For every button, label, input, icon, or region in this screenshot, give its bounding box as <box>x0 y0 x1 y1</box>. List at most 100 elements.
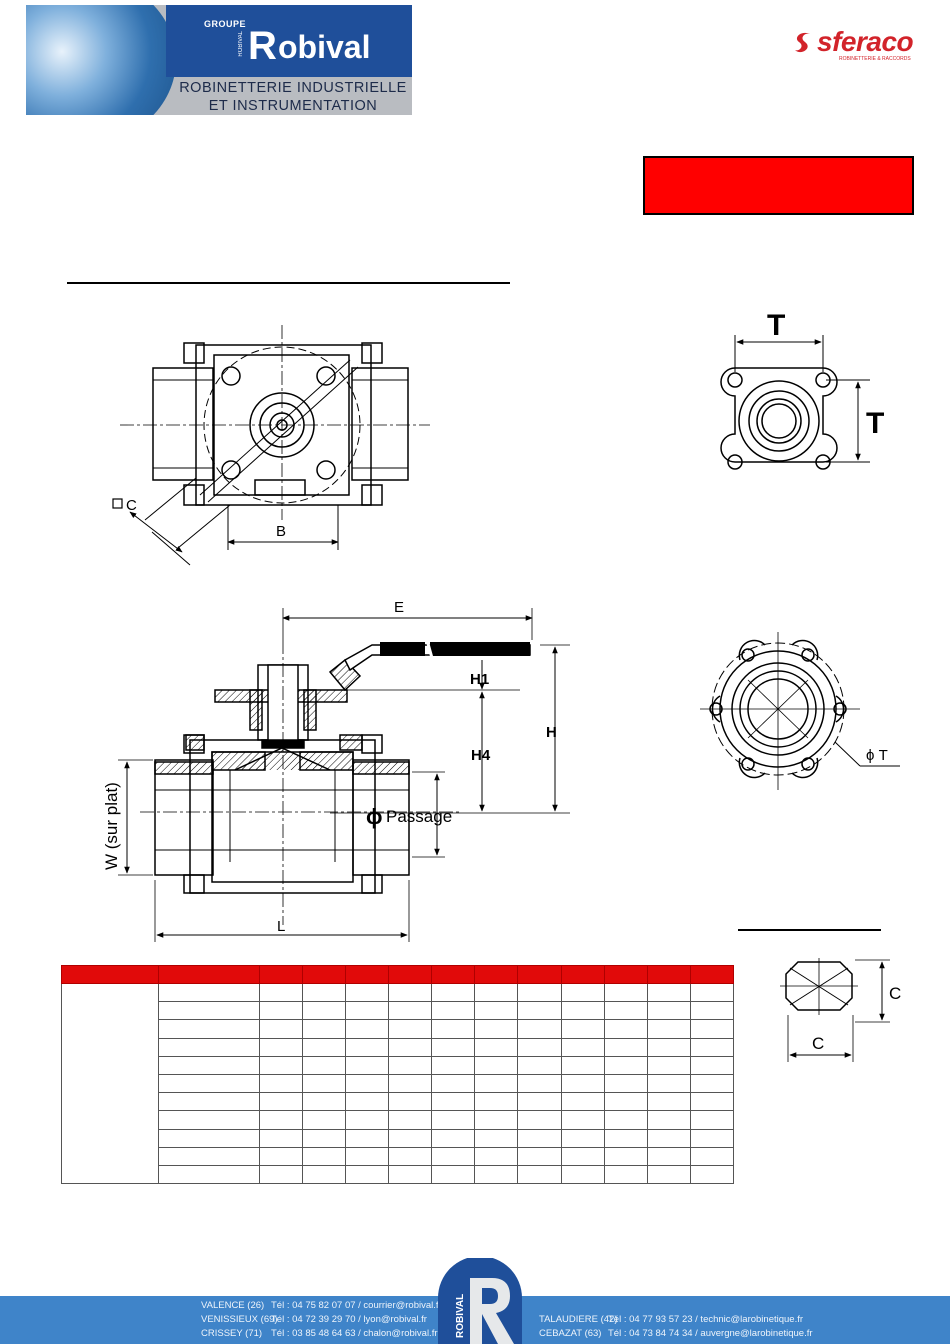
table-cell <box>689 1073 735 1094</box>
table-cell <box>258 1092 304 1112</box>
table-cell <box>560 1055 605 1075</box>
brand-initial: R <box>248 25 276 63</box>
footer-city: TALAUDIERE (42) <box>539 1314 618 1325</box>
table-cell <box>258 1073 304 1094</box>
table-cell <box>603 1146 648 1166</box>
table-header-cell <box>474 965 519 984</box>
table-cell <box>603 1001 648 1021</box>
table-cell <box>646 982 691 1003</box>
label-c-bottom: C <box>812 1034 824 1053</box>
table-cell <box>258 982 304 1003</box>
table-cell <box>345 1146 390 1166</box>
table-header-cell <box>258 965 304 984</box>
table-cell <box>258 1019 304 1039</box>
table-header-cell <box>560 965 605 984</box>
table-row <box>62 1164 735 1185</box>
table-cell <box>474 1164 519 1185</box>
table-cell <box>345 982 390 1003</box>
table-cell <box>517 1019 562 1039</box>
footer-contact: Tél : 04 72 39 29 70 / lyon@robival.fr <box>271 1314 427 1325</box>
table-cell <box>158 1019 260 1039</box>
footer-contact: Tél : 04 77 93 57 23 / technic@larobinet… <box>608 1314 804 1325</box>
footer-city: CEBAZAT (63) <box>539 1328 602 1339</box>
footer-cities-left: VALENCE (26) VENISSIEUX (69) CRISSEY (71… <box>201 1299 278 1341</box>
table-header-cell <box>61 965 159 984</box>
table-cell <box>646 1110 691 1130</box>
table-row <box>61 982 735 1185</box>
table-cell <box>258 1037 304 1057</box>
technical-drawing: C B T T <box>102 309 901 1062</box>
footer-city: VENISSIEUX (69) <box>201 1314 278 1325</box>
table-cell <box>302 1073 347 1094</box>
label-passage-symbol: ϕ <box>366 804 383 829</box>
label-w: W (sur plat) <box>102 782 121 870</box>
label-square-c: C <box>126 497 137 514</box>
table-cell <box>646 1146 691 1166</box>
table-cell <box>388 1037 433 1057</box>
header-banner: GROUPE ROBIVAL R obival ROBINETTERIE IND… <box>26 5 412 115</box>
footer-contact: Tél : 03 85 48 64 63 / chalon@robival.fr <box>271 1328 438 1339</box>
table-cell <box>302 1092 347 1112</box>
table-cell <box>646 1001 691 1021</box>
table-header-row <box>61 965 735 984</box>
table-cell <box>302 1055 347 1075</box>
table-cell <box>517 1001 562 1021</box>
table-cell <box>474 1128 519 1148</box>
table-cell <box>388 1164 433 1185</box>
table-cell <box>689 1146 735 1166</box>
table-cell <box>258 1128 304 1148</box>
table-row <box>62 1055 735 1075</box>
robival-footer-logo-icon: ROBIVAL <box>438 1258 522 1344</box>
table-row <box>62 1019 735 1039</box>
table-cell <box>474 1037 519 1057</box>
table-cell <box>474 1055 519 1075</box>
table-cell <box>603 1128 648 1148</box>
table-cell <box>560 1164 605 1185</box>
section-rule-right <box>738 929 881 931</box>
table-cell <box>302 1146 347 1166</box>
table-cell <box>158 1164 260 1185</box>
tagline-line1: ROBINETTERIE INDUSTRIELLE <box>179 80 407 96</box>
footer-city: CRISSEY (71) <box>201 1328 263 1339</box>
table-cell <box>517 1055 562 1075</box>
table-cell <box>474 1073 519 1094</box>
table-cell <box>388 1019 433 1039</box>
partner-name: sferaco <box>817 26 914 57</box>
tagline-line2: ET INSTRUMENTATION <box>208 98 378 114</box>
table-cell <box>158 1110 260 1130</box>
label-passage: Passage <box>386 807 452 826</box>
table-cell <box>646 1055 691 1075</box>
table-cell <box>517 1073 562 1094</box>
table-cell <box>431 1146 476 1166</box>
table-cell <box>302 1128 347 1148</box>
table-cell <box>689 1092 735 1112</box>
table-cell <box>603 1110 648 1130</box>
square-symbol-icon <box>112 498 123 509</box>
table-cell <box>517 1164 562 1185</box>
footer-logo-text: ROBIVAL <box>455 1294 466 1338</box>
table-header-cell <box>302 965 347 984</box>
table-cell <box>302 982 347 1003</box>
table-cell <box>603 1055 648 1075</box>
table-cell <box>302 1019 347 1039</box>
table-cell <box>646 1037 691 1057</box>
table-cell <box>560 1019 605 1039</box>
table-cell <box>560 1073 605 1094</box>
table-cell <box>689 1128 735 1148</box>
label-c-side: C <box>889 984 901 1003</box>
table-cell <box>431 1037 476 1057</box>
table-cell <box>345 1055 390 1075</box>
table-cell <box>258 1055 304 1075</box>
label-t-top: T <box>767 309 785 342</box>
table-cell <box>431 1164 476 1185</box>
table-cell <box>61 982 159 1185</box>
table-cell <box>603 1019 648 1039</box>
table-cell <box>474 1146 519 1166</box>
table-cell <box>388 1146 433 1166</box>
table-cell <box>431 1110 476 1130</box>
table-cell <box>158 1092 260 1112</box>
table-cell <box>258 1110 304 1130</box>
table-cell <box>345 1092 390 1112</box>
table-cell <box>560 1001 605 1021</box>
table-cell <box>560 1037 605 1057</box>
